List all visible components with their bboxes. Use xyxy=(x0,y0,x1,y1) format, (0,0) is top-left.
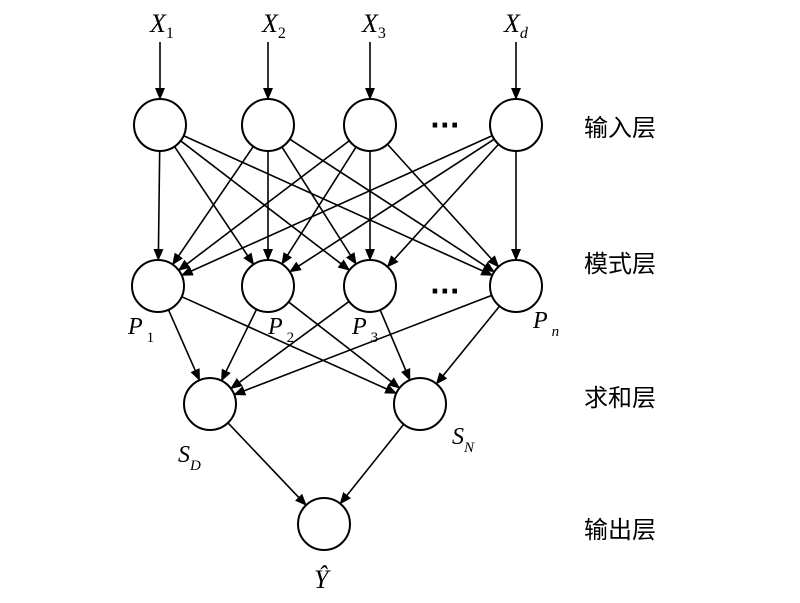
edge-input1-pattern1 xyxy=(153,150,164,262)
edge-pattern4-sum1 xyxy=(233,294,493,396)
edge-pattern2-sum1 xyxy=(220,308,258,382)
input-node-2 xyxy=(241,98,295,152)
edge-pattern3-sum1 xyxy=(230,300,350,390)
input-node-3 xyxy=(343,98,397,152)
pattern-node-3 xyxy=(343,259,397,313)
input-label-x1: X1 xyxy=(149,9,174,42)
input-node-4 xyxy=(489,98,543,152)
input-layer-ellipsis: ··· xyxy=(430,111,460,141)
sum-node-2 xyxy=(393,377,447,431)
sum-label-sn: SN xyxy=(452,424,475,456)
input-label-xd: Xd xyxy=(503,9,529,42)
layer-label-pattern: 模式层 xyxy=(584,250,656,278)
layer-label-input: 输入层 xyxy=(584,114,656,142)
output-label-yhat: Ŷ xyxy=(314,565,331,594)
layer-label-sum: 求和层 xyxy=(584,384,656,412)
layer-label-output: 输出层 xyxy=(584,516,656,544)
input-node-1 xyxy=(133,98,187,152)
edge-pattern3-sum2 xyxy=(379,309,411,381)
pattern-node-1 xyxy=(131,259,185,313)
input-label-x3: X3 xyxy=(361,9,386,42)
edges-group xyxy=(153,42,521,506)
edge-sum2-output xyxy=(339,423,405,505)
edge-input3-pattern2 xyxy=(281,146,357,265)
edge-input3-pattern1 xyxy=(177,140,350,271)
edge-pattern2-sum2 xyxy=(288,301,401,389)
sum-node-1 xyxy=(183,377,237,431)
pattern-layer-ellipsis: ··· xyxy=(430,277,460,307)
pattern-node-2 xyxy=(241,259,295,313)
edge-input4-pattern1 xyxy=(180,134,493,277)
edge-input4-pattern3 xyxy=(386,143,500,268)
input-label-x2: X2 xyxy=(261,9,286,42)
edge-pattern1-sum1 xyxy=(167,309,201,382)
nodes-group xyxy=(131,98,543,551)
output-node xyxy=(297,497,351,551)
pattern-node-4 xyxy=(489,259,543,313)
edge-input4-pattern2 xyxy=(288,138,495,273)
sum-label-sd: SD xyxy=(178,442,201,474)
edge-input1-pattern2 xyxy=(173,146,255,266)
edge-input2-pattern1 xyxy=(172,146,254,266)
edge-sum1-output xyxy=(227,422,307,506)
edge-pattern4-sum2 xyxy=(435,305,501,385)
